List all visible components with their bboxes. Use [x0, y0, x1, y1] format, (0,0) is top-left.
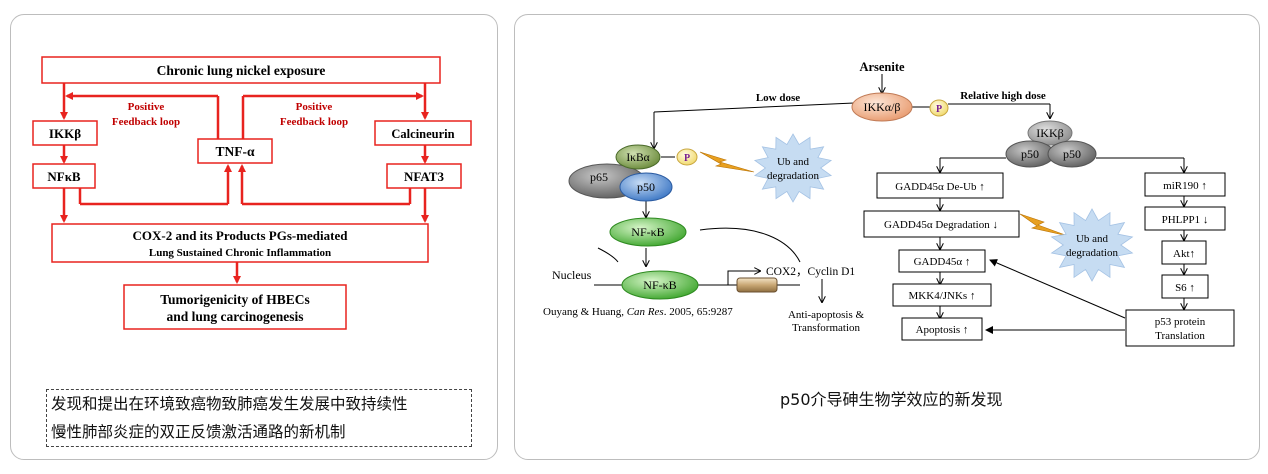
left-caption-line1: 发现和提出在环境致癌物致肺癌发生发展中致持续性 [51, 395, 408, 413]
tumor-line1: Tumorigenicity of HBECs [160, 292, 310, 307]
gadd-up-box [898, 249, 986, 273]
nickel-exposure-box [41, 56, 441, 84]
nickel-pathway-diagram: Chronic lung nickel exposure IKKβ TNF-α … [32, 56, 472, 330]
left-caption-line2: 慢性肺部炎症的双正反馈激活通路的新机制 [51, 423, 346, 441]
nucleus-membrane-right [699, 227, 801, 263]
ub-degradation-burst-2 [1050, 208, 1134, 282]
phlpp-box [1144, 206, 1226, 231]
phlpp-label: PHLPP1 ↓ [1162, 214, 1209, 226]
high-dose-label: Relative high dose [960, 90, 1046, 102]
anti-apoptosis-label-1: Anti-apoptosis & [788, 309, 865, 321]
ub-label-2a: Ub and [1076, 233, 1109, 245]
mkk-label: MKK4/JNKs ↑ [909, 290, 976, 302]
akt-label: Akt↑ [1173, 248, 1195, 260]
nfat3-box [386, 163, 462, 189]
p50-label: p50 [637, 180, 655, 194]
ub-degradation-burst-1 [753, 133, 833, 203]
ikkb-node [1027, 120, 1073, 146]
ikk-ab-node [851, 92, 913, 122]
cox-line2: Lung Sustained Chronic Inflammation [149, 247, 331, 259]
nfat3-label: NFAT3 [404, 169, 444, 184]
gadd-up-label: GADD45α ↑ [914, 256, 971, 268]
p53-box [1125, 309, 1235, 347]
phospho-label-2: P [684, 153, 690, 164]
promoter-arrow [727, 271, 760, 285]
phospho-label-1: P [936, 104, 942, 115]
ikk-ab-label: IKKα/β [863, 100, 900, 114]
nucleus-membrane-left [597, 247, 619, 263]
arsenite-pathway-diagram: Arsenite IKKα/β P Low dose Relative high… [543, 60, 1235, 347]
mir-label: miR190 ↑ [1163, 180, 1207, 192]
nfkb-nucleus-node [621, 270, 699, 300]
ub-label-1b: degradation [767, 170, 819, 182]
p53-label-2: Translation [1155, 330, 1205, 342]
low-dose-line [653, 102, 855, 113]
tnf-label: TNF-α [215, 144, 254, 159]
p65-label: p65 [590, 170, 608, 184]
apoptosis-box [901, 317, 983, 341]
p53-label-1: p53 protein [1155, 316, 1206, 328]
mkk-box [892, 283, 992, 307]
nfkb-box [32, 163, 96, 189]
feedback-right-1: Positive [296, 101, 333, 113]
gene-promoter [736, 277, 778, 293]
arsenite-label: Arsenite [859, 60, 905, 74]
cox-cyclin-label: COX2，Cyclin D1 [766, 266, 855, 278]
anti-apoptosis-label-2: Transformation [792, 322, 861, 334]
left-caption: 发现和提出在环境致癌物致肺癌发生发展中致持续性 慢性肺部炎症的双正反馈激活通路的… [46, 389, 472, 447]
nfkb-cytoplasm-node [609, 217, 687, 247]
ub-label-2b: degradation [1066, 247, 1118, 259]
nfkb-nucleus-label: NF-κB [643, 278, 676, 292]
cox-inflammation-box [51, 223, 429, 263]
ub-label-1a: Ub and [777, 156, 810, 168]
s6-box [1161, 274, 1209, 299]
calcineurin-box [374, 120, 472, 146]
lightning-icon-1 [699, 151, 755, 173]
nickel-exposure-label: Chronic lung nickel exposure [157, 63, 326, 78]
akt-box [1161, 240, 1207, 265]
apoptosis-label: Apoptosis ↑ [916, 324, 969, 336]
p50-label-b: p50 [1063, 147, 1081, 161]
cox-line1: COX-2 and its Products PGs-mediated [133, 228, 349, 243]
p50-node-b [1047, 140, 1097, 168]
gadd-deub-box [876, 172, 1004, 199]
phospho-node-2 [676, 148, 698, 166]
ikkb-label: IKKβ [49, 126, 81, 141]
tumorigenicity-box [123, 284, 347, 330]
nfkb-cytoplasm-label: NF-κB [631, 225, 664, 239]
right-caption: p50介导砷生物学效应的新发现 [780, 390, 1003, 409]
tnf-box [197, 138, 273, 164]
p50-node [619, 172, 673, 202]
feedback-left-1: Positive [128, 101, 165, 113]
low-dose-label: Low dose [756, 92, 800, 104]
nfkb-label: NFκB [47, 169, 81, 184]
gadd-deg-box [863, 210, 1020, 238]
nucleus-label: Nucleus [552, 268, 592, 282]
citation: Ouyang & Huang, Can Res. 2005, 65:9287 [543, 306, 733, 318]
tumor-line2: and lung carcinogenesis [166, 309, 303, 324]
s6-label: S6 ↑ [1175, 282, 1195, 294]
calcineurin-label: Calcineurin [391, 127, 454, 141]
ikkb-label: IKKβ [1036, 126, 1063, 140]
phospho-node-1 [929, 99, 949, 117]
arrow-p53-gadd [989, 259, 1126, 319]
ikba-node [615, 144, 661, 170]
ikba-label: IκBα [626, 152, 649, 164]
ikkb-box [32, 120, 98, 146]
gadd-deub-label: GADD45α De-Ub ↑ [895, 181, 984, 193]
mir-box [1144, 172, 1226, 197]
gadd-deg-label: GADD45α Degradation ↓ [884, 219, 998, 231]
p50-label-a: p50 [1021, 147, 1039, 161]
feedback-right-2: Feedback loop [280, 116, 348, 128]
feedback-left-2: Feedback loop [112, 116, 180, 128]
